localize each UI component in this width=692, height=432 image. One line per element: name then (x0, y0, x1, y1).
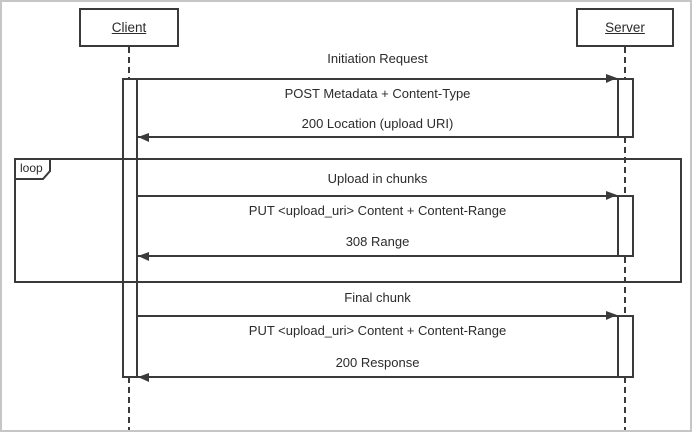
server-activation-bar-final (617, 315, 634, 378)
arrowhead-left-icon (138, 252, 149, 261)
arrowhead-right-icon (606, 191, 617, 200)
server-activation-bar-loop (617, 195, 634, 257)
message-label-request-loop: PUT <upload_uri> Content + Content-Range (248, 203, 507, 218)
message-line-response-loop (138, 255, 617, 257)
loop-frame-label: loop (20, 161, 43, 175)
section-title-initiation: Initiation Request (327, 51, 428, 66)
message-line-request-final (138, 315, 617, 317)
message-label-response-initiation: 200 Location (upload URI) (301, 116, 454, 131)
arrowhead-left-icon (138, 133, 149, 142)
message-line-request-loop (138, 195, 617, 197)
arrowhead-left-icon (138, 373, 149, 382)
server-activation-bar-initiation (617, 78, 634, 138)
arrowhead-right-icon (606, 74, 617, 83)
section-title-final: Final chunk (344, 290, 411, 305)
client-activation-bar (122, 78, 138, 378)
message-line-response-initiation (138, 136, 617, 138)
client-label: Client (111, 20, 147, 35)
arrowhead-right-icon (606, 311, 617, 320)
participant-server: Server (576, 8, 674, 47)
message-line-request-initiation (138, 78, 617, 80)
message-label-request-final: PUT <upload_uri> Content + Content-Range (248, 323, 507, 338)
loop-frame-tab (14, 158, 51, 180)
participant-client: Client (79, 8, 179, 47)
server-label: Server (605, 20, 645, 35)
loop-frame (14, 158, 682, 283)
message-line-response-final (138, 376, 617, 378)
message-label-response-final: 200 Response (335, 355, 420, 370)
message-label-request-initiation: POST Metadata + Content-Type (284, 86, 471, 101)
message-label-response-loop: 308 Range (345, 234, 410, 249)
section-title-loop: Upload in chunks (327, 171, 428, 186)
